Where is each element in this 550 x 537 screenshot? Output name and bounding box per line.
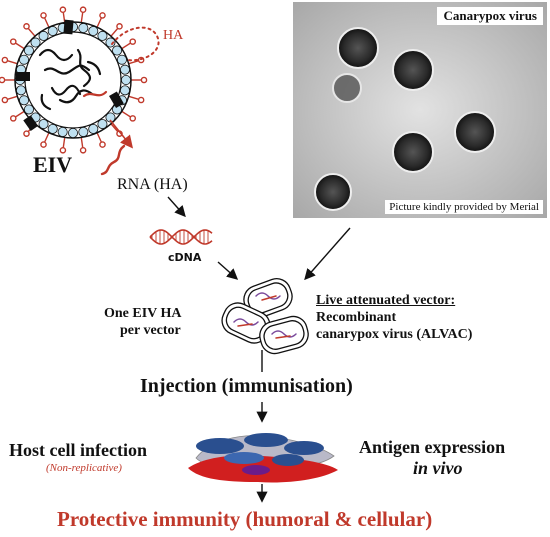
rna-label: RNA (HA) xyxy=(117,176,188,193)
m2-channel xyxy=(16,72,30,81)
ha-label: HA xyxy=(163,28,184,43)
virion-to-rna-arrow xyxy=(109,119,134,149)
host-cell-title: Host cell infection xyxy=(9,440,147,460)
canarypox-micrograph: Canarypox virus Picture kindly provided … xyxy=(293,2,547,218)
ha-rna-segment xyxy=(100,144,126,176)
ha-spikes xyxy=(0,6,148,154)
antigen-line2: in vivo xyxy=(413,458,463,478)
antigen-line1: Antigen expression xyxy=(359,437,506,457)
vector-heading: Live attenuated vector: xyxy=(316,293,456,308)
rnp-segments xyxy=(38,48,102,111)
rna-to-cdna-arrow xyxy=(167,196,186,218)
micrograph-credit: Picture kindly provided by Merial xyxy=(385,200,543,214)
m2-channel xyxy=(109,91,124,109)
m2-channel xyxy=(63,19,74,35)
micrograph-particles xyxy=(314,27,496,211)
envelope-lipid-beads xyxy=(14,21,132,138)
virion-envelope-inner xyxy=(24,31,122,129)
one-eiv-line2: per vector xyxy=(120,323,181,338)
cdna-label: cDNA xyxy=(168,251,202,264)
eiv-label: EIV xyxy=(33,152,73,177)
ha-callout-loop xyxy=(111,26,160,62)
m2-channel xyxy=(23,115,39,132)
cdna-to-vector-arrow xyxy=(217,261,239,280)
protective-immunity-label: Protective immunity (humoral & cellular) xyxy=(57,507,433,531)
host-cell-subtitle: (Non-replicative) xyxy=(46,462,122,474)
injection-label: Injection (immunisation) xyxy=(140,375,353,397)
vector-line2: Recombinant xyxy=(316,310,397,325)
vector-line3: canarypox virus (ALVAC) xyxy=(316,327,473,342)
micrograph-title: Canarypox virus xyxy=(437,7,543,25)
micrograph-to-vector-arrow xyxy=(304,227,351,281)
one-eiv-line1: One EIV HA xyxy=(104,306,182,321)
rnp-segment-ha xyxy=(82,90,108,98)
recombinant-vector-particles xyxy=(221,278,309,355)
vector-genome-inserts xyxy=(233,292,297,339)
eiv-virion xyxy=(0,6,160,176)
cdna-double-helix xyxy=(149,229,213,245)
host-cell-layer xyxy=(188,433,338,483)
